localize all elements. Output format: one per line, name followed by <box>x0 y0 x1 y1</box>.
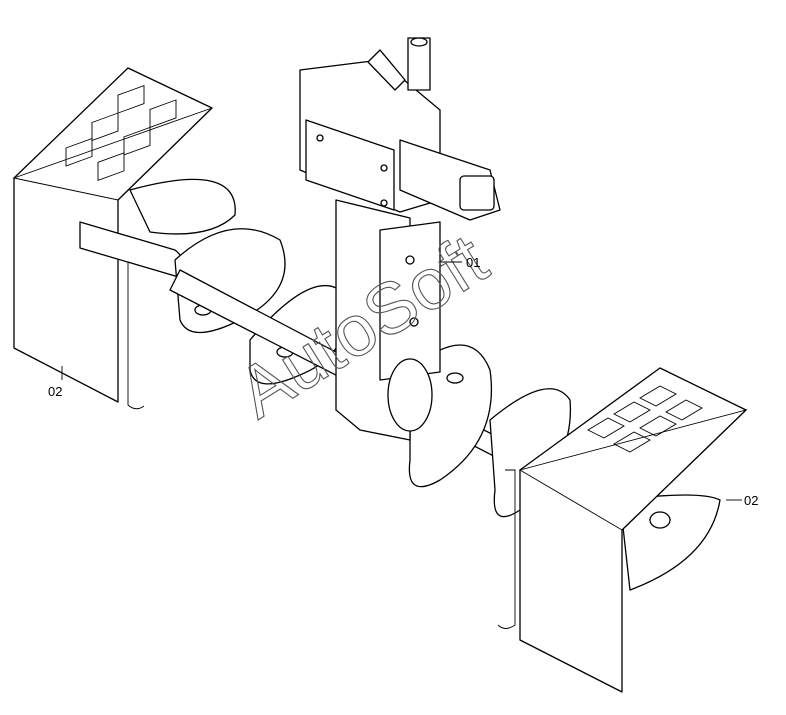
right-end-plate <box>497 367 748 693</box>
callout-02-left: 02 <box>48 384 62 399</box>
center-drive-housing <box>299 37 501 441</box>
callout-01: 01 <box>466 255 480 270</box>
callout-02-right: 02 <box>744 493 758 508</box>
